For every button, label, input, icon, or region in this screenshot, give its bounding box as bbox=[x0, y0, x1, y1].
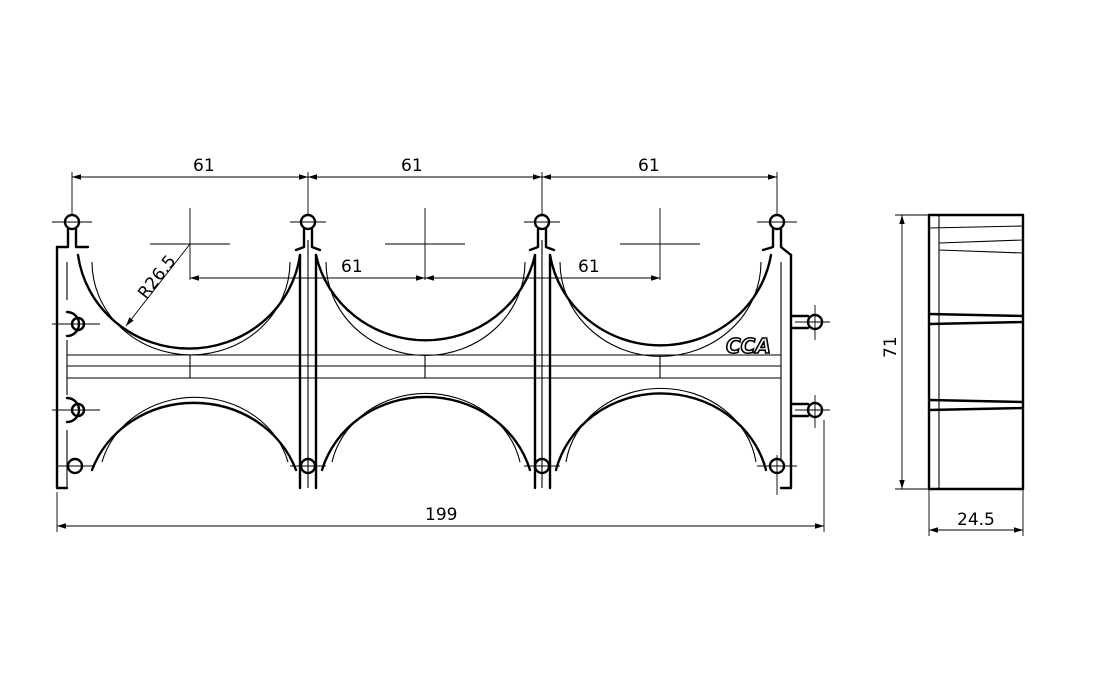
upper-saddles bbox=[76, 253, 773, 357]
dim-pitch-top-3: 61 bbox=[638, 156, 660, 176]
dim-overall-length: 199 bbox=[425, 505, 457, 525]
front-dimensions: 61 61 61 61 61 R26.5 199 bbox=[56, 156, 825, 532]
side-view: 71 24.5 bbox=[881, 213, 1025, 536]
dim-pitch-inner-2: 61 bbox=[578, 257, 600, 277]
centre-marks bbox=[52, 208, 830, 495]
right-side-lugs bbox=[789, 313, 824, 419]
vertical-ribs bbox=[189, 240, 661, 490]
top-lugs bbox=[55, 213, 793, 257]
left-side-holes bbox=[65, 310, 86, 424]
bottom-lugs bbox=[66, 457, 786, 475]
dim-thickness: 24.5 bbox=[957, 510, 995, 530]
dim-height: 71 bbox=[881, 336, 901, 358]
left-spine bbox=[55, 245, 69, 490]
lower-saddles bbox=[90, 387, 768, 472]
right-spine bbox=[779, 253, 793, 490]
front-view: CCA bbox=[52, 208, 830, 495]
dim-pitch-inner-1: 61 bbox=[341, 257, 363, 277]
dim-pitch-top-2: 61 bbox=[401, 156, 423, 176]
dim-pitch-top-1: 61 bbox=[193, 156, 215, 176]
logo-cca: CCA bbox=[726, 334, 771, 358]
dim-radius: R26.5 bbox=[134, 252, 180, 303]
